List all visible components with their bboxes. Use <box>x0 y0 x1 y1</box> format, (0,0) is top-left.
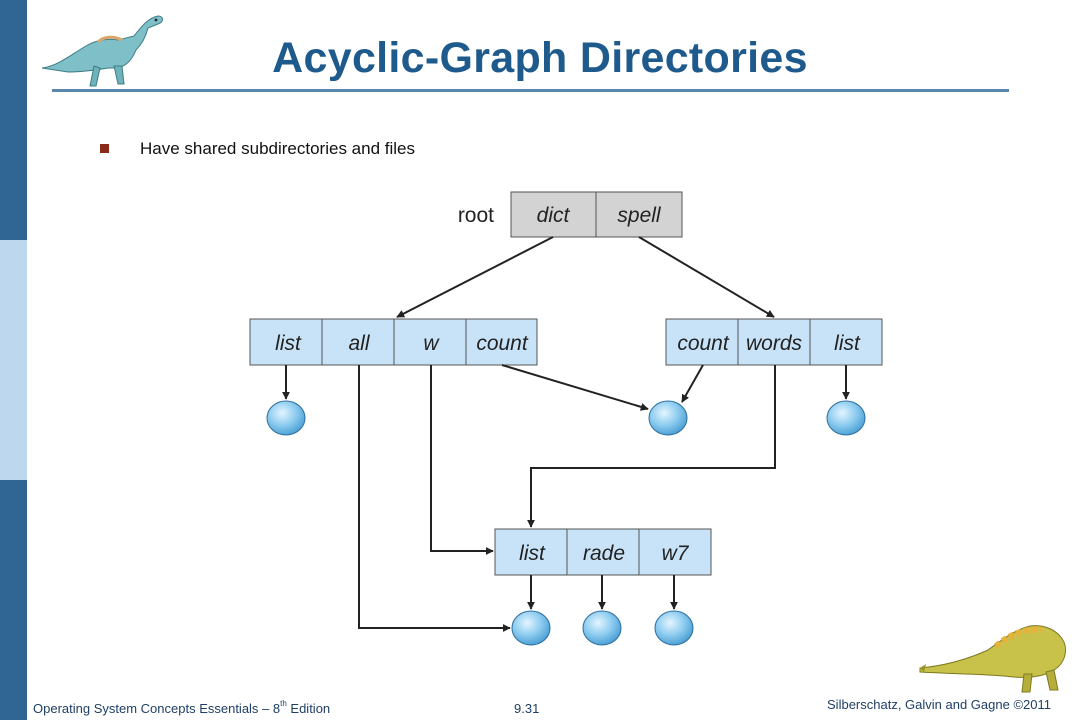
bullet-square-icon <box>100 144 109 153</box>
footer-copyright: Silberschatz, Galvin and Gagne ©2011 <box>827 697 1051 712</box>
footer-page-number: 9.31 <box>514 701 540 716</box>
spell-entry-list: list <box>834 332 861 355</box>
spell-entry-words: words <box>746 332 803 355</box>
spell-directory: count words list <box>665 318 883 366</box>
shared-file-node <box>511 610 551 646</box>
root-entry-dict: dict <box>537 204 571 227</box>
dict-entry-count: count <box>476 332 529 355</box>
root-label: root <box>458 204 494 227</box>
title-divider <box>52 89 1009 92</box>
footer-book-title: Operating System Concepts Essentials – 8… <box>33 699 331 716</box>
file-node <box>654 610 694 646</box>
file-node <box>582 610 622 646</box>
edge-dict-count <box>501 364 649 411</box>
page-title: Acyclic-Graph Directories <box>272 34 808 82</box>
sidebar-top <box>0 0 27 240</box>
words-entry-rade: rade <box>583 542 625 565</box>
dinosaur-bottom-icon <box>919 625 1067 693</box>
words-entry-list: list <box>519 542 546 565</box>
sidebar-bottom <box>0 480 27 720</box>
edge-dict-all <box>358 365 511 632</box>
edge-dict-w <box>430 365 494 555</box>
root-entry-spell: spell <box>617 204 662 227</box>
sidebar-middle <box>0 240 27 480</box>
words-entry-w7: w7 <box>662 542 690 565</box>
bullet-text: Have shared subdirectories and files <box>140 139 415 158</box>
edge-spell-words <box>527 365 776 528</box>
edge-spell <box>638 236 775 318</box>
root-directory: dict spell <box>510 191 683 238</box>
words-directory: list rade w7 <box>494 528 712 576</box>
edge-dict <box>396 236 554 318</box>
spell-entry-count: count <box>677 332 730 355</box>
dict-entry-list: list <box>275 332 302 355</box>
shared-file-node <box>648 400 688 436</box>
file-node <box>826 400 866 436</box>
file-node <box>266 400 306 436</box>
dict-entry-w: w <box>423 332 440 355</box>
dinosaur-top-icon <box>41 15 163 87</box>
dict-entry-all: all <box>348 332 370 355</box>
dict-directory: list all w count <box>249 318 538 366</box>
edge-spell-count <box>681 364 704 403</box>
